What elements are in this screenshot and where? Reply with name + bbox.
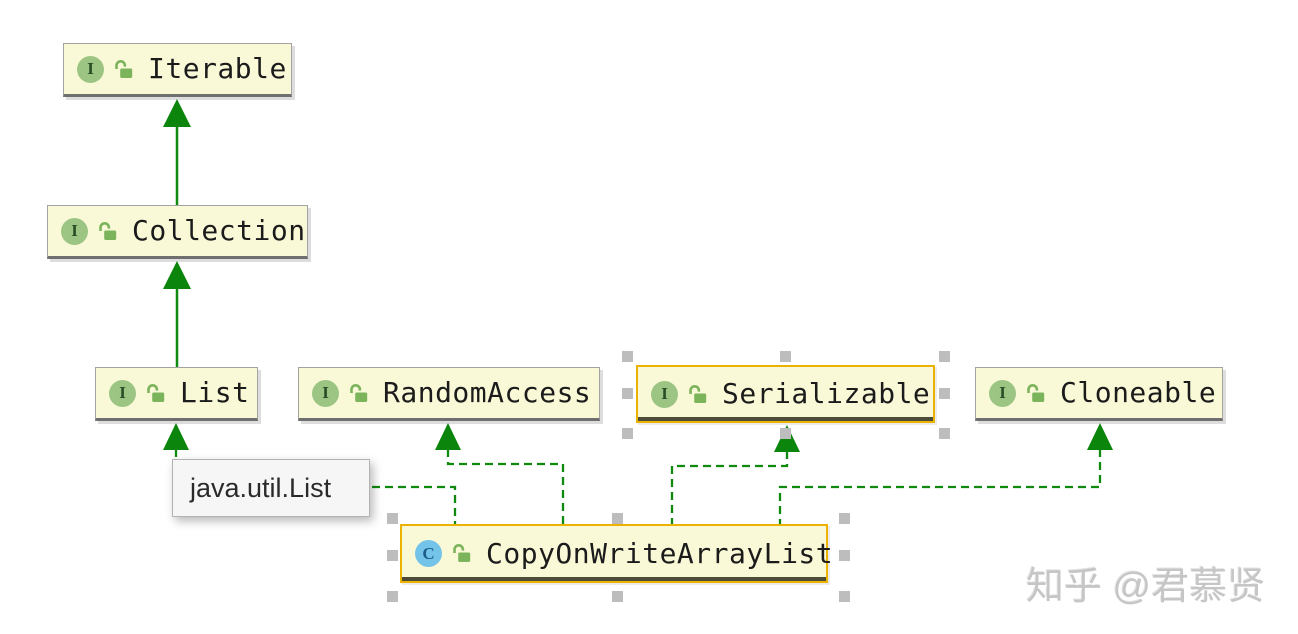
watermark: 知乎 @君慕贤 xyxy=(1026,566,1266,608)
selection-handle[interactable] xyxy=(939,351,950,362)
node-randomaccess[interactable]: I RandomAccess xyxy=(298,367,600,421)
interface-icon: I xyxy=(989,379,1016,407)
selection-handle[interactable] xyxy=(387,550,398,561)
unlock-icon xyxy=(350,383,368,402)
unlock-icon xyxy=(115,59,133,78)
interface-icon: I xyxy=(109,379,136,407)
tooltip-text: java.util.List xyxy=(190,472,332,503)
selection-handle[interactable] xyxy=(939,428,950,439)
selection-handle[interactable] xyxy=(839,513,850,524)
unlock-icon xyxy=(147,383,165,402)
edge-copyonwritearraylist-to-cloneable[interactable] xyxy=(778,423,1113,525)
selection-handle[interactable] xyxy=(387,591,398,602)
node-list[interactable]: I List xyxy=(95,367,258,421)
node-label: List xyxy=(180,376,250,409)
edge-list-to-collection[interactable] xyxy=(163,261,191,367)
node-cloneable[interactable]: I Cloneable xyxy=(975,367,1223,421)
selection-handle[interactable] xyxy=(839,591,850,602)
unlock-icon xyxy=(99,221,117,240)
node-label: Cloneable xyxy=(1060,376,1217,409)
selection-handle[interactable] xyxy=(612,513,623,524)
unlock-icon xyxy=(1027,383,1045,402)
selection-handle[interactable] xyxy=(939,388,950,399)
interface-icon: I xyxy=(77,55,104,83)
interface-icon: I xyxy=(651,380,678,408)
edge-collection-to-iterable[interactable] xyxy=(163,99,191,205)
node-collection[interactable]: I Collection xyxy=(47,205,308,259)
selection-handle[interactable] xyxy=(780,428,791,439)
node-serializable[interactable]: I Serializable xyxy=(636,365,935,423)
class-icon: C xyxy=(415,540,442,567)
edge-copyonwritearraylist-to-randomaccess[interactable] xyxy=(435,423,565,525)
selection-handle[interactable] xyxy=(839,550,850,561)
node-label: CopyOnWriteArrayList xyxy=(486,536,834,570)
node-copyonwritearraylist[interactable]: C CopyOnWriteArrayList xyxy=(400,524,833,583)
selection-handle[interactable] xyxy=(622,388,633,399)
unlock-icon xyxy=(453,544,471,562)
interface-icon: I xyxy=(312,379,339,407)
selection-handle[interactable] xyxy=(780,351,791,362)
selection-handle[interactable] xyxy=(387,513,398,524)
selection-handle[interactable] xyxy=(622,351,633,362)
selection-handle[interactable] xyxy=(612,591,623,602)
node-label: RandomAccess xyxy=(383,376,592,409)
node-label: Collection xyxy=(132,214,306,247)
interface-icon: I xyxy=(61,217,88,245)
node-label: Iterable xyxy=(148,52,287,85)
node-label: Serializable xyxy=(722,377,931,410)
unlock-icon xyxy=(689,384,707,403)
node-iterable[interactable]: I Iterable xyxy=(63,43,292,97)
tooltip: java.util.List xyxy=(172,459,370,517)
selection-handle[interactable] xyxy=(622,428,633,439)
